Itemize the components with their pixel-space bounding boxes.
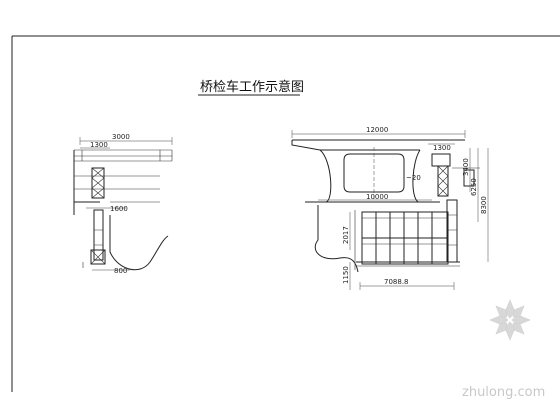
left-dim-800: 800 — [114, 267, 127, 275]
upper-truss-bracing — [91, 167, 105, 199]
right-upper-truss-bracing — [437, 165, 449, 197]
bottom-platform-cross — [90, 249, 106, 265]
girder-break-curve — [109, 215, 169, 271]
right-dim-line-12000 — [291, 130, 466, 138]
right-dim-line-7088 — [359, 282, 455, 290]
box-girder-left-web — [319, 149, 332, 203]
right-dim-1300: 1300 — [433, 144, 451, 152]
right-vertical-arm-divisions — [447, 214, 457, 246]
upper-truss — [91, 167, 105, 199]
right-dim-approx: ~20 — [406, 174, 421, 182]
right-upper-truss — [437, 165, 449, 197]
left-dim-3000: 3000 — [112, 133, 130, 141]
vertical-arm — [93, 209, 104, 261]
right-vehicle-cab — [431, 153, 451, 167]
right-dim-3400: 3400 — [462, 158, 470, 176]
drawing-title: 桥检车工作示意图 — [200, 79, 304, 95]
vertical-arm-divisions — [94, 229, 103, 246]
watermark-text: zhulong.com — [462, 385, 545, 400]
right-dim-1150: 1150 — [342, 266, 350, 284]
right-dim-7088: 7088.8 — [384, 278, 409, 286]
box-girder-deck — [291, 139, 465, 151]
platform-columns — [375, 212, 433, 264]
bottom-platform-box — [90, 249, 106, 265]
left-dim-1300: 1300 — [90, 141, 108, 149]
platform-inner-lines — [362, 217, 448, 245]
right-dim-10000: 10000 — [366, 193, 388, 201]
right-dim-6250: 6250 — [470, 178, 478, 196]
right-view: 12000 ~20 10000 1300 3400 6250 8300 — [291, 126, 489, 290]
box-girder-right-web — [412, 149, 421, 203]
pier-break-curve — [314, 205, 359, 273]
right-dim-12000: 12000 — [366, 126, 388, 134]
watermark-logo — [489, 299, 531, 341]
rail-posts — [81, 150, 173, 161]
left-view: 3000 1300 1600 800 — [73, 133, 173, 275]
left-dim-1600: 1600 — [110, 205, 128, 213]
right-dim-2017: 2017 — [342, 226, 350, 244]
left-dim-line-3000 — [79, 137, 173, 145]
right-counterweight — [463, 169, 475, 187]
working-platform — [361, 211, 449, 265]
right-dim-8300: 8300 — [480, 196, 488, 214]
box-inner-cell — [343, 153, 405, 193]
